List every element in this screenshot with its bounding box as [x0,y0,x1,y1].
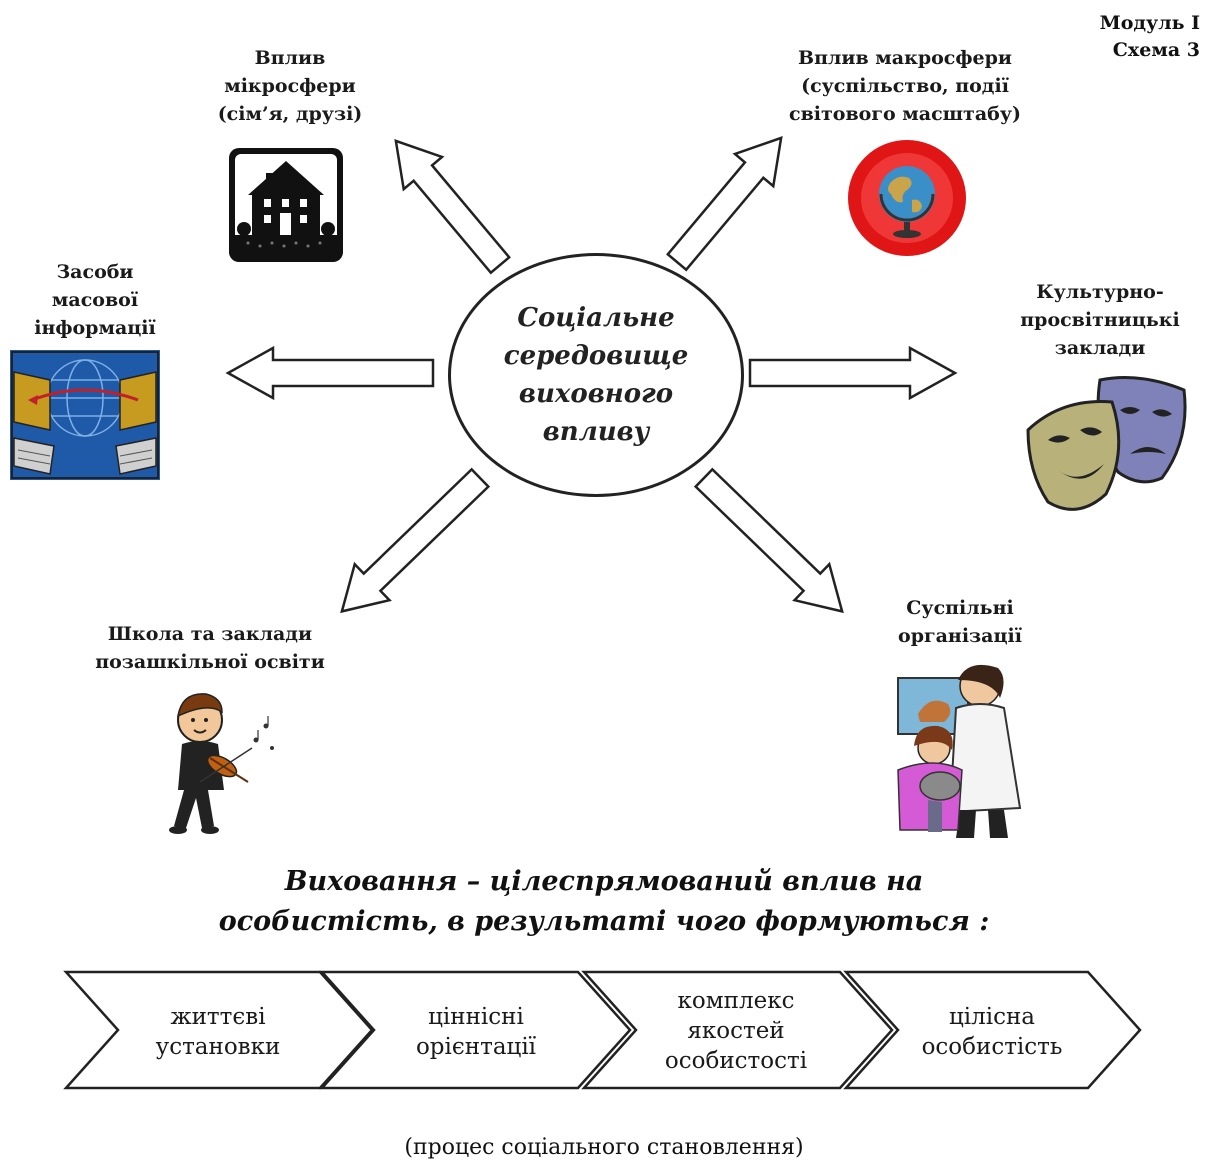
chevron-2 [319,970,632,1090]
label-line: Вплив макросфери [798,47,1012,69]
label-line: мікросфери [224,75,356,97]
center-line: виховного [518,379,674,409]
arrow-down-left [340,467,491,614]
label-line: Вплив [254,47,326,69]
arrow-left [225,345,435,401]
chevron-4 [843,970,1142,1090]
arrow-right [748,345,958,401]
label-line: Культурно- [1036,281,1164,303]
label-line: просвітницькі [1020,309,1180,331]
node-school-label: Школа та заклади позашкільної освіти [60,620,360,676]
footer-caption: (процес соціального становлення) [404,1135,804,1160]
process-line: комплекс [677,988,795,1014]
process-line: установки [155,1034,281,1060]
definition-line-2: особистість, в результаті чого формуютьс… [218,906,990,937]
node-orgs-label: Суспільні організації [870,594,1050,650]
label-line: Засоби [56,261,134,283]
center-line: середовище [503,341,689,371]
definition-text: Виховання – цілеспрямований вплив на осо… [0,862,1208,942]
chevron-2-text: ціннісні орієнтації [374,1002,578,1062]
process-line: особистості [664,1048,808,1074]
process-line: життєві [170,1004,266,1030]
label-line: Суспільні [906,597,1014,619]
label-line: організації [898,625,1022,647]
label-line: (суспільство, події [801,75,1009,97]
process-line: особистість [921,1034,1063,1060]
process-line: ціннісні [428,1004,524,1030]
chevron-3-text: комплекс якостей особистості [636,986,836,1076]
veterinarian-icon [897,664,1022,838]
center-line: впливу [542,417,650,447]
node-culture-label: Культурно- просвітницькі заклади [1000,278,1200,362]
label-line: світового масштабу) [789,103,1021,125]
label-line: заклади [1054,337,1146,359]
node-media-label: Засоби масової інформації [10,258,180,342]
arrow-up-left [394,139,511,275]
arrow-down-right [693,467,844,614]
chevron-3 [581,970,894,1090]
chevron-1 [63,970,374,1090]
process-line: цілісна [948,1004,1036,1030]
definition-line-1: Виховання – цілеспрямований вплив на [284,866,924,897]
chevron-1-text: життєві установки [118,1002,318,1062]
process-line: орієнтації [415,1034,537,1060]
module-number: Модуль I [1099,12,1200,34]
label-line: Школа та заклади [107,623,313,645]
node-micro-label: Вплив мікросфери (сім’я, друзі) [190,44,390,128]
node-macro-label: Вплив макросфери (суспільство, події сві… [770,44,1040,128]
violinist-icon [169,693,274,834]
chevron-4-text: цілісна особистість [894,1002,1090,1062]
computers-network-icon [10,350,160,480]
scheme-number: Схема 3 [1112,39,1200,61]
center-circle: Соціальне середовище виховного впливу [448,253,744,497]
label-line: (сім’я, друзі) [217,103,363,125]
process-line: якостей [687,1018,785,1044]
label-line: позашкільної освіти [95,651,325,673]
label-line: масової [51,289,139,311]
globe-icon [848,140,966,256]
module-label: Модуль I Схема 3 [1100,10,1200,64]
theatre-masks-icon [1026,376,1187,511]
arrow-up-right [666,136,783,272]
label-line: інформації [34,317,156,339]
center-line: Соціальне [517,303,675,333]
arrows-layer [225,136,958,614]
house-icon [229,148,343,262]
